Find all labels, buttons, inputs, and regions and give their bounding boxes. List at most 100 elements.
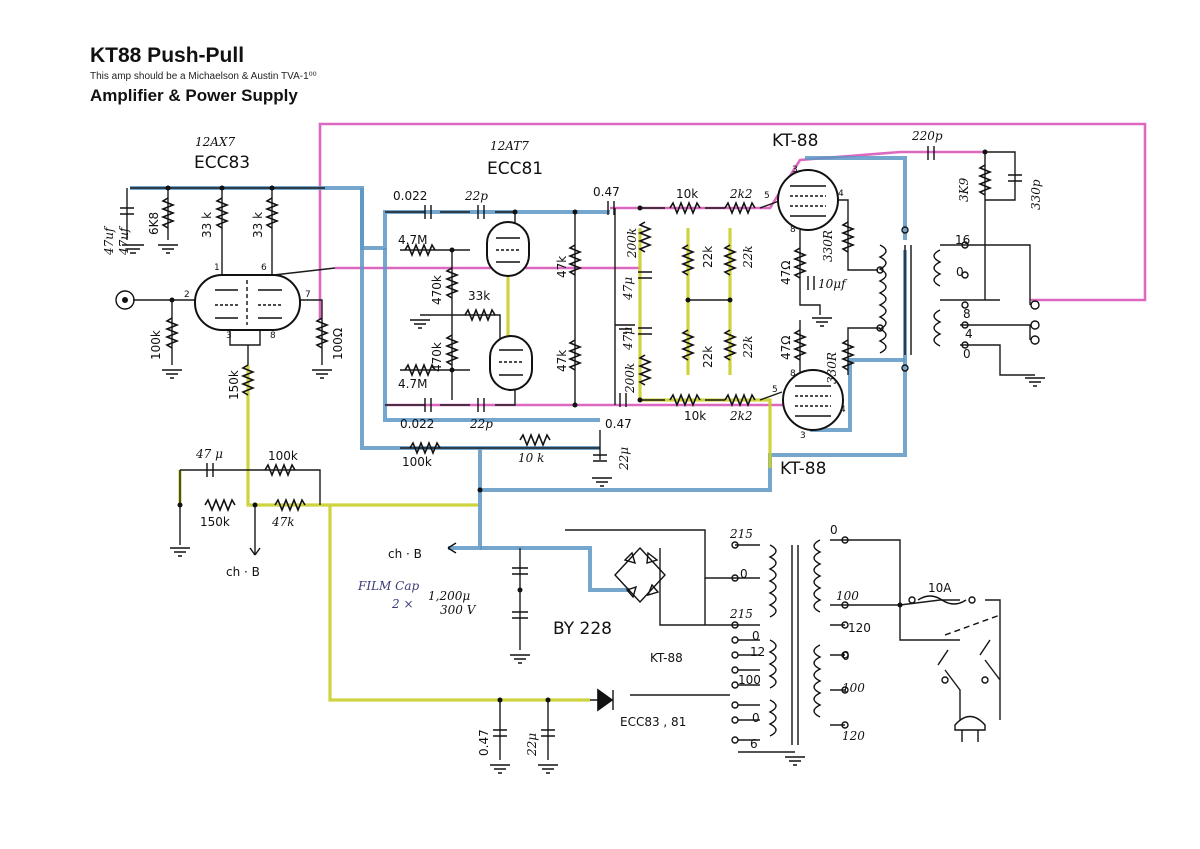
svg-text:0.022: 0.022 — [400, 417, 434, 431]
output-tap-labels: 16 0 8 4 0 — [955, 233, 973, 361]
resistor-330r-a — [840, 221, 856, 253]
svg-text:2: 2 — [184, 290, 190, 300]
svg-text:7: 7 — [305, 290, 311, 300]
svg-text:3: 3 — [792, 165, 798, 175]
capacitor-047-ps — [493, 729, 507, 737]
resistor-33k-a — [214, 197, 230, 229]
svg-text:100k: 100k — [268, 449, 298, 463]
svg-text:0: 0 — [830, 523, 838, 537]
resistor-10k-fb — [519, 432, 551, 448]
svg-text:0.022: 0.022 — [393, 189, 427, 203]
capacitor-10uf — [807, 276, 815, 290]
resistor-100ohm — [314, 317, 330, 349]
capacitor-47u-b — [638, 327, 652, 335]
capacitor-047-bot — [619, 393, 627, 407]
output-transformer — [876, 226, 1040, 372]
svg-text:10μf: 10μf — [818, 277, 848, 291]
resistor-22k-b — [722, 244, 738, 276]
capacitor-47u-ps — [206, 463, 214, 477]
arrow-left-icon — [447, 542, 457, 554]
capacitor-film-b — [512, 611, 528, 619]
capacitor-0022-top — [424, 205, 432, 219]
svg-text:330p: 330p — [1029, 179, 1043, 210]
power-transformer — [731, 536, 849, 745]
svg-text:470k: 470k — [430, 342, 444, 372]
svg-text:0: 0 — [842, 649, 850, 663]
svg-text:4.7M: 4.7M — [398, 377, 427, 391]
svg-text:0: 0 — [740, 567, 748, 581]
svg-text:47k: 47k — [271, 515, 295, 529]
svg-text:215: 215 — [729, 607, 753, 621]
svg-text:47Ω: 47Ω — [779, 336, 793, 360]
svg-text:22μ: 22μ — [617, 447, 631, 471]
resistor-33k-b — [264, 197, 280, 229]
mains-plug-icon — [954, 715, 986, 742]
blue-trace-kt88-top — [805, 156, 907, 240]
title-block: KT88 Push-Pull This amp should be a Mich… — [90, 44, 317, 106]
svg-text:200k: 200k — [625, 228, 639, 259]
resistor-2k2-top — [724, 200, 756, 216]
resistor-100k-fb — [409, 440, 441, 456]
resistor-100k-ps — [264, 462, 296, 478]
svg-text:16: 16 — [955, 233, 970, 247]
kt88-heater-label: KT-88 — [650, 651, 683, 665]
svg-text:150k: 150k — [200, 515, 230, 529]
input-jack-icon — [115, 290, 135, 310]
capacitor-22p-bot — [477, 398, 485, 412]
svg-text:10k: 10k — [684, 409, 706, 423]
svg-text:6: 6 — [750, 737, 758, 751]
resistor-200k-b — [637, 354, 653, 386]
svg-text:100: 100 — [738, 673, 761, 687]
svg-text:0.47: 0.47 — [605, 417, 632, 431]
svg-text:47Ω: 47Ω — [779, 261, 793, 285]
svg-text:8: 8 — [270, 331, 276, 341]
ch-b-left: ch · B — [226, 565, 260, 579]
capacitor-22u-fb — [593, 454, 607, 462]
highlight-traces — [130, 122, 1147, 702]
capacitor-0022-bot — [424, 398, 432, 412]
svg-text:215: 215 — [729, 527, 753, 541]
svg-text:0: 0 — [963, 347, 971, 361]
svg-text:6: 6 — [261, 263, 267, 273]
svg-text:4: 4 — [965, 327, 973, 341]
svg-text:8: 8 — [790, 225, 796, 235]
svg-text:200k: 200k — [623, 363, 637, 394]
svg-text:2k2: 2k2 — [729, 187, 753, 201]
svg-text:4: 4 — [840, 405, 846, 415]
svg-text:100: 100 — [836, 589, 859, 603]
capacitor-22p-top — [477, 205, 485, 219]
resistor-3k9 — [977, 164, 993, 196]
tube-labels: 12AX7 ECC83 12AT7 ECC81 KT-88 KT-88 — [194, 131, 826, 479]
ecc81-name: ECC81 — [487, 159, 543, 179]
svg-text:47uf: 47uf — [102, 225, 116, 256]
resistor-47k-a — [567, 244, 583, 276]
svg-text:120: 120 — [842, 729, 865, 743]
resistor-200k-a — [637, 221, 653, 253]
tube-kt88-bottom — [782, 369, 844, 431]
page-title: KT88 Push-Pull — [90, 44, 245, 67]
section-title: Amplifier & Power Supply — [90, 86, 298, 105]
pin-labels: 2 7 6 1 3 8 3 4 5 8 8 5 4 3 — [184, 165, 846, 441]
ch-b-mid: ch · B — [388, 547, 422, 561]
svg-text:5: 5 — [772, 385, 778, 395]
component-labels: 47uf 47uf 6K8 33 k 33 k 100k 100Ω 150k 0… — [102, 129, 1043, 757]
svg-text:12: 12 — [750, 645, 765, 659]
svg-text:2 ×: 2 × — [391, 597, 414, 611]
junction-dots — [165, 149, 988, 703]
rectifier-label: BY 228 — [553, 619, 612, 639]
svg-text:2k2: 2k2 — [729, 409, 753, 423]
resistor-47ohm-a — [792, 247, 808, 279]
svg-text:220p: 220p — [911, 129, 943, 143]
svg-text:470k: 470k — [430, 275, 444, 305]
capacitor-047-top — [607, 201, 615, 215]
svg-text:33k: 33k — [468, 289, 490, 303]
svg-text:0.47: 0.47 — [477, 729, 491, 756]
blue-trace-rectifier — [480, 546, 630, 592]
svg-text:0: 0 — [956, 265, 964, 279]
svg-text:3: 3 — [226, 331, 232, 341]
svg-text:33 k: 33 k — [200, 212, 214, 238]
svg-text:100k: 100k — [402, 455, 432, 469]
resistor-22k-a — [680, 244, 696, 276]
svg-text:22k: 22k — [701, 246, 715, 268]
resistor-6k8 — [160, 197, 176, 229]
